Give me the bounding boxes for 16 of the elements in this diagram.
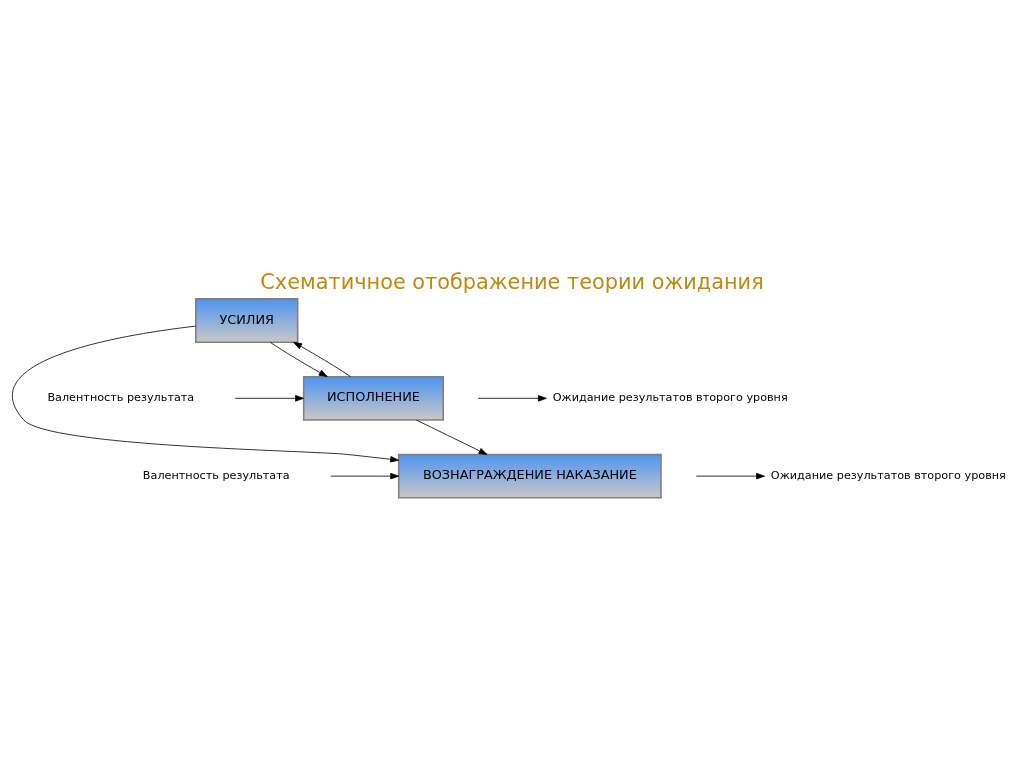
node-box: ИСПОЛНЕНИЕ (302, 375, 445, 421)
node-box: УСИЛИЯ (195, 298, 299, 343)
arrow (12, 325, 399, 463)
arrow (695, 472, 765, 480)
label: Валентность результата (47, 391, 195, 405)
arrow (293, 341, 351, 377)
diagram-title: Схематичное отображение теории ожидания (260, 270, 764, 295)
arrow (330, 472, 400, 480)
node-text: Ожидание результатов второго уровня (770, 469, 1006, 483)
node-box: ВОЗНАГРАЖДЕНИЕ НАКАЗАНИЕ (397, 453, 662, 499)
arrow (269, 341, 328, 377)
label: Валентность результата (142, 469, 290, 483)
arrow (416, 419, 488, 455)
node-text: Ожидание результатов второго уровня (552, 391, 788, 405)
arrow (477, 395, 547, 402)
arrow (234, 395, 304, 402)
